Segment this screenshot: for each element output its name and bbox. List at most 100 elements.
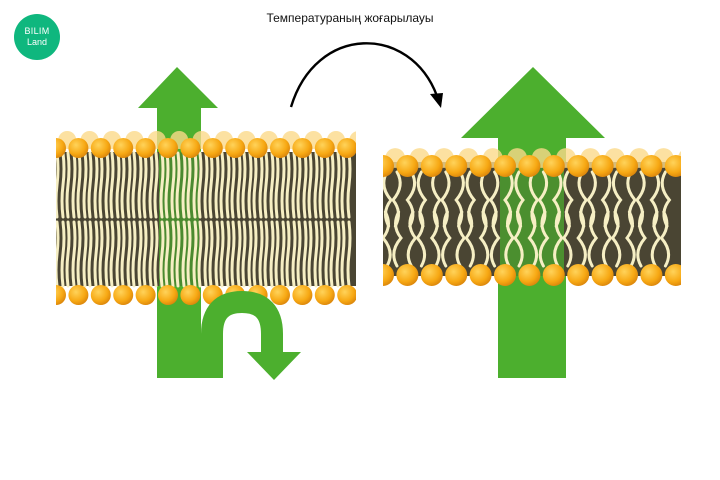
lipid-tails [383,170,672,268]
lipid-tail [340,220,346,288]
lipid-tail [576,210,587,268]
lipid-tail [175,220,181,288]
lipid-tail [274,220,280,288]
lipid-tail [236,220,242,288]
lipid-head [518,155,541,177]
lipid-tail [313,151,319,219]
lipid-tail [159,220,165,288]
lipid-head [270,138,290,158]
lipid-tail [538,210,550,268]
lipid-head [591,155,614,177]
lipid-tail [153,151,159,219]
lipid-tail [65,220,71,288]
lipid-tail [247,151,253,219]
lipid-head [420,264,443,286]
lipid-tail [280,220,286,288]
lipid-tail [280,151,286,219]
lipid-tail [164,151,170,219]
membrane-ordered [56,131,356,305]
temperature-increase-arrow [289,42,443,108]
lipid-tail [285,151,291,219]
lipid-tail [406,210,418,268]
lipid-tail [635,170,646,228]
lipid-tail [65,151,71,219]
lipid-head [292,285,313,305]
lipid-head [180,285,201,305]
lipid-tail [601,210,613,268]
lipid-tail [285,220,291,288]
lipid-tail [600,170,612,228]
lipid-tail [383,210,392,268]
lipid-tail [439,170,451,228]
lipid-head [270,285,290,305]
lipid-head [494,264,516,286]
lipid-tail [488,170,500,228]
lipid-head [567,264,590,286]
lipid-head-back [678,151,681,165]
lipid-tail [82,220,88,288]
lipid-tail [329,151,335,219]
lipid-tail [563,170,574,228]
lipid-tail [335,151,341,219]
lipid-tail [56,220,60,288]
lipid-tail [527,210,539,268]
lipid-tail [203,151,209,219]
lipid-tail [148,151,154,219]
lipid-tail [109,151,115,219]
lipid-tail [610,210,622,268]
lipid-tail [553,210,564,268]
lipid-tail [346,220,352,288]
lipid-tail [142,151,148,219]
lipid-heads [383,148,681,286]
lipid-head [292,138,313,158]
lipid-tail [76,220,82,288]
lipid-tail [214,220,220,288]
lipid-tail [335,220,341,288]
lipid-tail [269,151,275,219]
lipid-tail [329,220,335,288]
lipid-tail [405,170,417,228]
lipid-tail [650,210,662,268]
bilimland-logo: BILIM Land [14,14,60,60]
lipid-tail [513,210,524,268]
lipid-tail [465,170,477,228]
lipid-tail [71,151,77,219]
lipid-tail [76,151,82,219]
lipid-tail [479,170,491,228]
lipid-tail [528,170,540,228]
lipid-tail [98,220,104,288]
lipid-tail [258,220,264,288]
lipid-head [542,264,565,286]
lipid-head [640,264,663,286]
lipid-tail [175,151,181,219]
lipid-head [90,285,111,305]
lipid-tail [197,151,203,219]
lipid-tail [153,220,159,288]
lipid-tail [649,170,661,228]
lipid-tail [431,170,442,228]
lipid-tail [87,151,93,219]
lipid-tail [346,151,352,219]
lipid-tail [302,151,308,219]
lipid-tail [307,220,313,288]
lipid-head [383,264,394,286]
lipid-tail [241,220,247,288]
lipid-tail [109,220,115,288]
lipid-head [90,138,111,158]
lipid-tail [611,170,623,228]
lipid-head [518,264,541,286]
lipid-head [158,138,178,158]
lipid-tail [660,170,672,228]
lipid-tail [636,210,647,268]
lipid-head [542,155,565,177]
lipid-tail [489,210,501,268]
lipid-tail [586,170,597,228]
lipid-tail [441,210,452,268]
lipid-tail [131,151,137,219]
lipid-head [445,155,468,177]
membrane-fluid [383,148,681,286]
lipid-tail [131,220,137,288]
lipid-tail [170,151,176,219]
lipid-head [314,285,335,305]
